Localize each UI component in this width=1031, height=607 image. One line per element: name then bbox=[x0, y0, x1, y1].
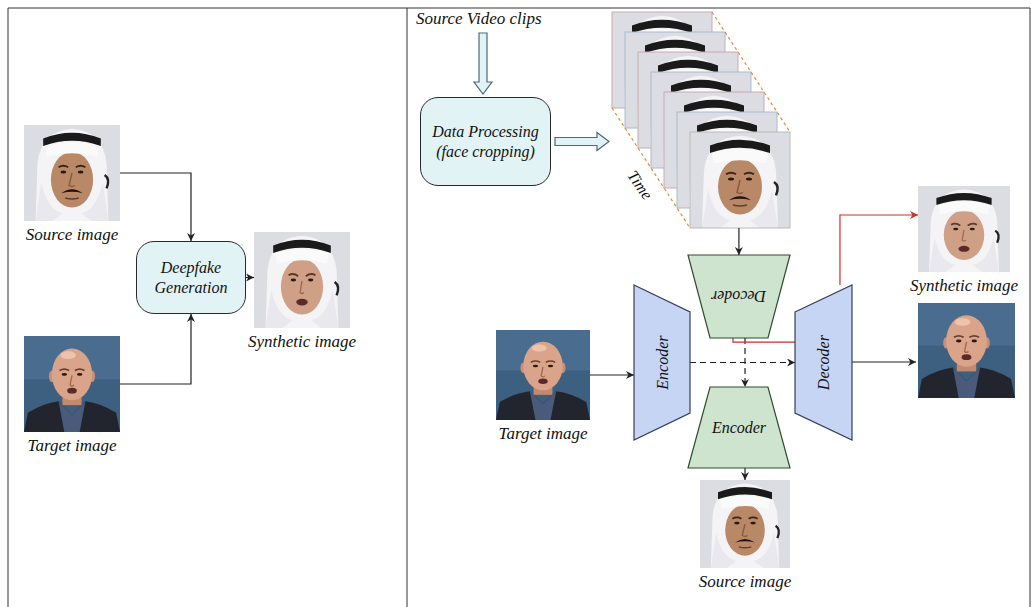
face-photo bbox=[918, 186, 1010, 272]
flow-arrow bbox=[744, 468, 745, 480]
figure-part bbox=[407, 8, 408, 607]
network-block: Encoder bbox=[634, 285, 690, 440]
image-caption: Synthetic image bbox=[874, 276, 1031, 296]
frame-stack-node: Time bbox=[612, 12, 790, 228]
figure-part bbox=[8, 8, 9, 607]
hollow-arrow bbox=[474, 33, 492, 94]
image-caption: Target image bbox=[453, 424, 633, 444]
network-block: Encoder bbox=[688, 387, 790, 468]
figure-part bbox=[712, 12, 790, 132]
image-caption: Source image bbox=[0, 225, 162, 245]
swap-arrow bbox=[733, 338, 795, 342]
axis-label: Time bbox=[623, 167, 657, 204]
trapezoid-outline bbox=[688, 255, 790, 338]
flow-arrow bbox=[120, 314, 191, 384]
latent-link bbox=[744, 338, 745, 387]
figure-part bbox=[690, 132, 790, 228]
process-label: Data Processing (face cropping) bbox=[427, 122, 544, 160]
image-caption: Source image bbox=[655, 572, 835, 592]
figure-part bbox=[1030, 8, 1031, 607]
face-photo bbox=[24, 125, 120, 221]
latent-link bbox=[690, 362, 795, 363]
output-arrow bbox=[852, 361, 916, 362]
image-node: Source image bbox=[700, 480, 790, 568]
flow-arrow bbox=[738, 228, 739, 255]
block-label: Encoder bbox=[712, 418, 766, 437]
flow-arrow bbox=[120, 173, 191, 241]
block-label: Decoder bbox=[814, 335, 833, 390]
figure-part bbox=[690, 132, 790, 228]
face-photo bbox=[254, 232, 350, 328]
process-label: Deepfake Generation bbox=[143, 258, 239, 296]
trapezoid-outline bbox=[688, 387, 790, 468]
face-photo bbox=[918, 303, 1015, 398]
panel-frame bbox=[8, 8, 1030, 607]
image-caption: Target image bbox=[0, 436, 162, 456]
process-box: Deepfake Generation bbox=[136, 241, 246, 314]
network-block: Decoder bbox=[795, 285, 852, 440]
image-node: Source image bbox=[24, 125, 120, 221]
face-photo bbox=[496, 330, 590, 420]
input-label: Source Video clips bbox=[416, 9, 542, 29]
swap-arrow bbox=[840, 215, 918, 285]
image-node: Target image bbox=[496, 330, 590, 420]
frame-stack bbox=[612, 12, 790, 228]
block-label: Decoder bbox=[711, 287, 766, 306]
flow-arrow bbox=[246, 277, 254, 278]
figure-part bbox=[8, 8, 1030, 9]
block-label: Encoder bbox=[652, 335, 671, 389]
figure-part bbox=[690, 132, 790, 228]
image-node: Synthetic image bbox=[918, 186, 1010, 272]
trapezoid-outline bbox=[795, 285, 852, 440]
image-node: Target image bbox=[24, 336, 120, 432]
network-block: Decoder bbox=[688, 255, 790, 338]
face-photo bbox=[24, 336, 120, 432]
hollow-arrow bbox=[555, 133, 609, 151]
process-box: Data Processing (face cropping) bbox=[420, 97, 551, 186]
image-caption: Synthetic image bbox=[212, 332, 392, 352]
figure-part bbox=[612, 108, 690, 228]
image-node: Synthetic image bbox=[254, 232, 350, 328]
trapezoid-outline bbox=[634, 285, 690, 440]
face-photo bbox=[700, 480, 790, 568]
flow-arrow bbox=[590, 374, 634, 375]
